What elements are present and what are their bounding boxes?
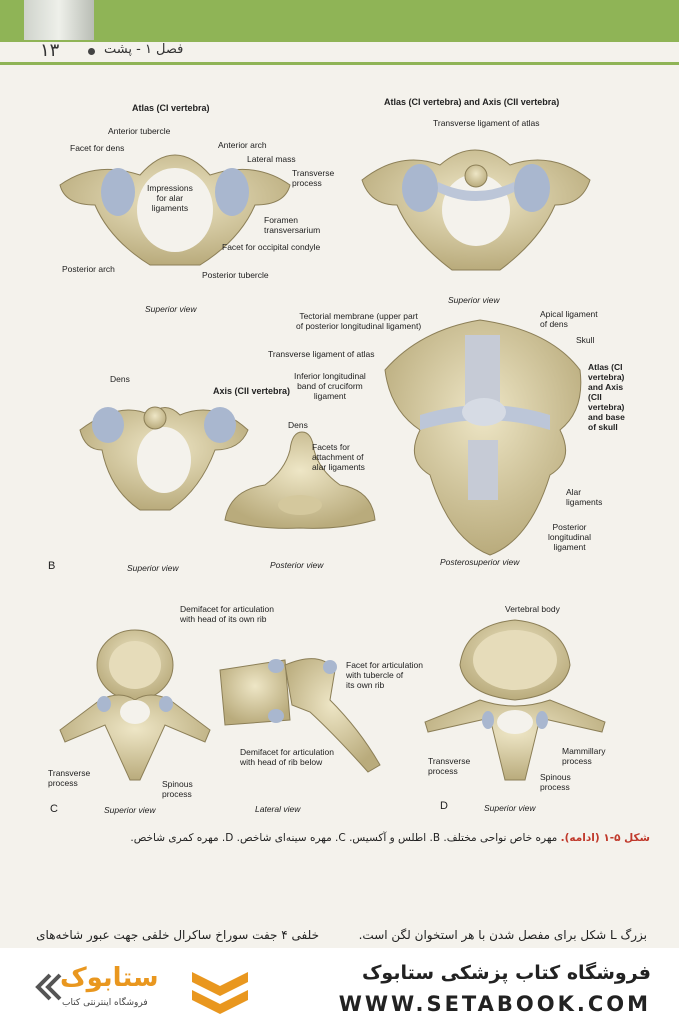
axis-title: Axis (CII vertebra) bbox=[213, 386, 291, 396]
thoracic-lateral-illustration bbox=[219, 658, 381, 773]
label-mammillary: Mammillary process bbox=[562, 746, 606, 766]
atlas-axis-view-label: Superior view bbox=[448, 295, 500, 305]
label-vertebral-body: Vertebral body bbox=[505, 604, 560, 614]
panel-b-letter: B bbox=[48, 560, 56, 572]
panel-d-letter: D bbox=[440, 800, 448, 812]
label-transverse-lig-b: Transverse ligament of atlas bbox=[268, 349, 375, 359]
header-bar bbox=[0, 0, 679, 42]
label-atlas-axis-base: Atlas (CI vertebra) and Axis (CII verteb… bbox=[588, 362, 625, 432]
label-facet-for-dens: Facet for dens bbox=[70, 143, 125, 153]
body-text-left: خلفی ۴ جفت سوراخ ساکرال خلفی جهت عبور شا… bbox=[36, 928, 319, 942]
label-facets-alar: Facets for attachment of alar ligaments bbox=[312, 442, 365, 472]
axis-posterior-illustration bbox=[224, 431, 376, 529]
panel-c-superior-view: Superior view bbox=[104, 805, 156, 815]
label-transverse-ligament: Transverse ligament of atlas bbox=[433, 118, 540, 128]
page-number: ۱۳ bbox=[40, 40, 60, 61]
panel-d-superior-view: Superior view bbox=[484, 803, 536, 813]
label-demifacet-top: Demifacet for articulation with head of … bbox=[180, 604, 275, 624]
thoracic-superior-illustration bbox=[59, 629, 211, 781]
label-demifacet-below: Demifacet for articulation with head of … bbox=[240, 747, 335, 767]
label-d-transverse: Transverse process bbox=[428, 756, 471, 776]
posterosuperior-view: Posterosuperior view bbox=[440, 557, 520, 567]
panel-c-letter: C bbox=[50, 803, 58, 815]
panel-c-lateral-view: Lateral view bbox=[255, 804, 301, 814]
label-transverse-process: Transverse process bbox=[292, 168, 335, 188]
label-foramen: Foramen transversarium bbox=[264, 215, 321, 235]
spine-thumbnail bbox=[24, 0, 94, 40]
posterosuperior-illustration bbox=[384, 319, 582, 556]
panel-b-posterior-view: Posterior view bbox=[270, 560, 324, 570]
logo-subtitle: فروشگاه اینترنتی کتاب bbox=[62, 998, 148, 1008]
label-facet-tubercle: Facet for articulation with tubercle of … bbox=[346, 660, 424, 690]
label-dens: Dens bbox=[110, 374, 130, 384]
caption-label: شکل ۵-۱ (ادامه). bbox=[560, 832, 650, 844]
body-text-right: بزرگ L شکل برای مفصل شدن با هر استخوان ل… bbox=[358, 928, 647, 942]
lumbar-illustration bbox=[424, 619, 606, 781]
label-impressions: Impressions for alar ligaments bbox=[147, 183, 193, 213]
panel-b-superior-view: Superior view bbox=[127, 563, 179, 573]
caption-text: مهره خاص نواحی مختلف. B. اطلس و آکسیس. C… bbox=[130, 832, 561, 844]
store-url[interactable]: WWW.SETABOOK.COM bbox=[338, 992, 651, 1016]
figure-caption: شکل ۵-۱ (ادامه). مهره خاص نواحی مختلف. B… bbox=[120, 832, 650, 844]
label-d-spinous: Spinous process bbox=[540, 772, 571, 792]
store-title: فروشگاه کتاب پزشکی ستابوک bbox=[361, 962, 651, 984]
label-facet-occipital: Facet for occipital condyle bbox=[222, 242, 321, 252]
label-posterior-tubercle: Posterior tubercle bbox=[202, 270, 269, 280]
header-bullet bbox=[88, 48, 95, 55]
atlas-b-illustration bbox=[79, 406, 249, 511]
label-posterior-arch: Posterior arch bbox=[62, 264, 115, 274]
label-c-spinous: Spinous process bbox=[162, 779, 193, 799]
chapter-title: فصل ۱ - پشت bbox=[104, 42, 184, 57]
header-divider bbox=[0, 62, 679, 65]
footer-banner bbox=[0, 948, 679, 1024]
label-tectorial: Tectorial membrane (upper part of poster… bbox=[296, 311, 422, 331]
atlas-axis-illustration bbox=[361, 149, 591, 271]
logo-text: ستابوک bbox=[60, 963, 159, 993]
atlas-title: Atlas (CI vertebra) bbox=[132, 103, 210, 113]
atlas-view-label: Superior view bbox=[145, 304, 197, 314]
vertebrae-illustrations bbox=[59, 149, 606, 781]
label-anterior-tubercle: Anterior tubercle bbox=[108, 126, 171, 136]
atlas-axis-title: Atlas (CI vertebra) and Axis (CII verteb… bbox=[384, 97, 560, 107]
label-skull: Skull bbox=[576, 335, 595, 345]
label-inferior-band: Inferior longitudinal band of cruciform … bbox=[294, 371, 366, 401]
atlas-illustration bbox=[59, 154, 291, 266]
label-alar: Alar ligaments bbox=[566, 487, 603, 507]
label-c-transverse: Transverse process bbox=[48, 768, 91, 788]
label-apical: Apical ligament of dens bbox=[540, 309, 598, 329]
label-axis-dens: Dens bbox=[288, 420, 308, 430]
label-anterior-arch: Anterior arch bbox=[218, 140, 267, 150]
label-posterior-longitudinal: Posterior longitudinal ligament bbox=[548, 522, 592, 552]
label-lateral-mass: Lateral mass bbox=[247, 154, 296, 164]
